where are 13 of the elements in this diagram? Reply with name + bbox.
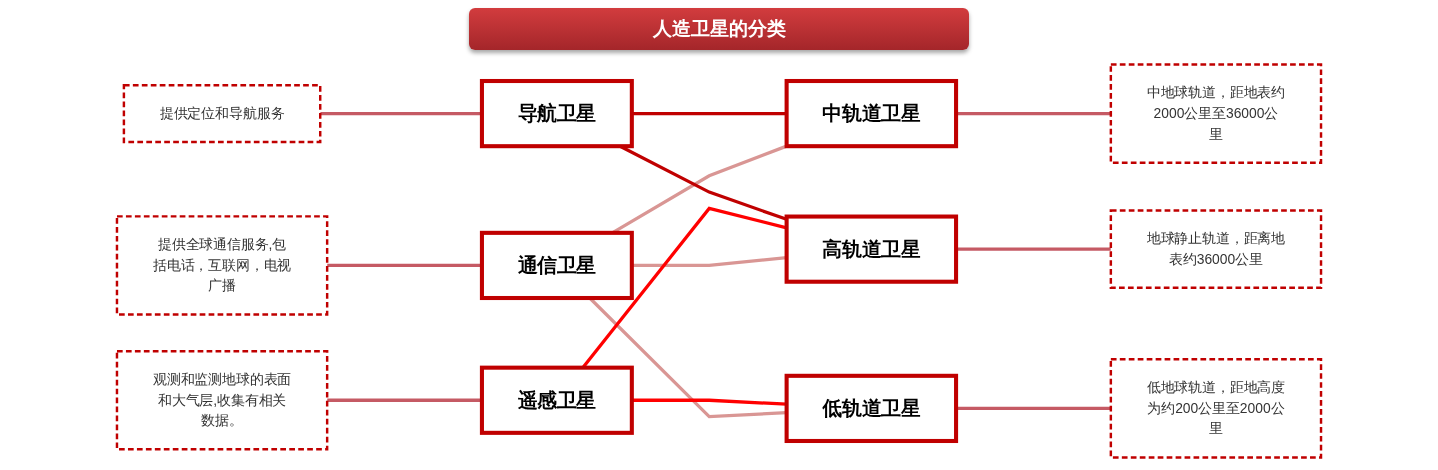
node-box: 提供全球通信服务,包括电话，互联网，电视广播: [115, 215, 329, 316]
title-banner: 人造卫星的分类: [469, 8, 969, 50]
node-box: 高轨道卫星: [784, 214, 959, 284]
node-box: 遥感卫星: [479, 365, 634, 435]
node-box: 提供定位和导航服务: [122, 84, 322, 144]
node-box: 通信卫星: [479, 230, 634, 301]
node-box: 地球静止轨道，距离地表约36000公里: [1109, 209, 1323, 290]
node-box: 中轨道卫星: [784, 78, 959, 149]
node-box: 低轨道卫星: [784, 373, 959, 444]
node-box: 中地球轨道，距地表约2000公里至36000公里: [1109, 63, 1323, 164]
node-box: 观测和监测地球的表面和大气层,收集有相关数据。: [115, 349, 329, 451]
node-box: 低地球轨道，距地高度为约200公里至2000公里: [1109, 358, 1323, 459]
node-box: 导航卫星: [479, 78, 634, 149]
